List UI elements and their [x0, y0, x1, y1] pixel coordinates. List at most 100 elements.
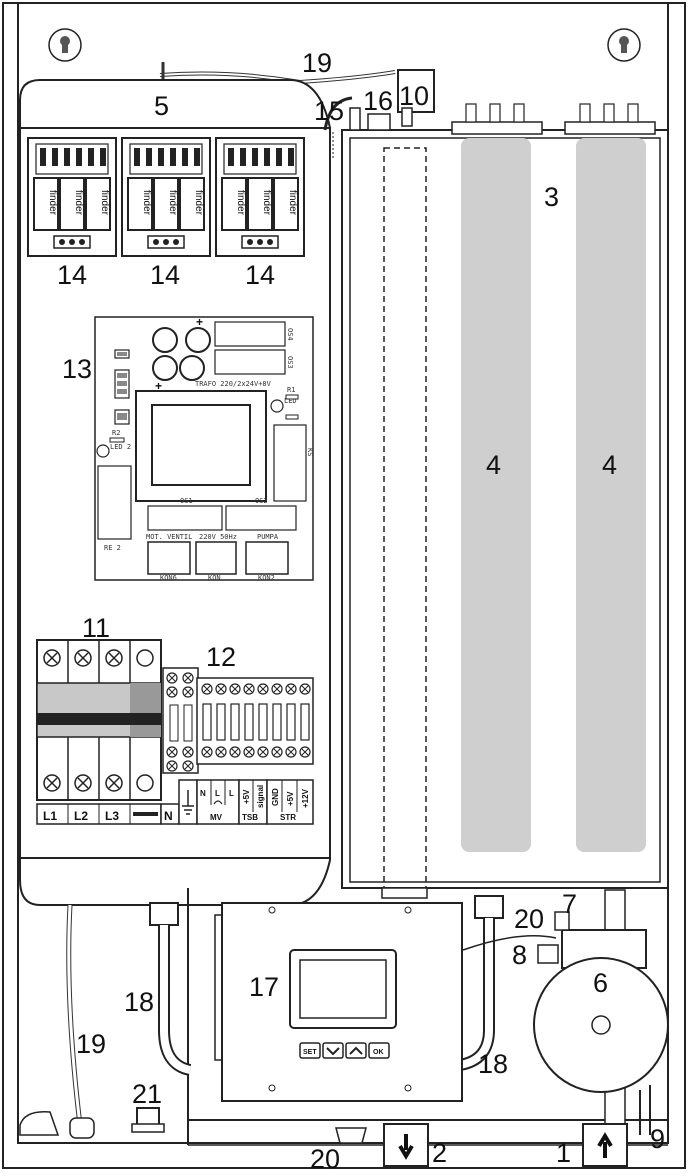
callout-2: 2 [432, 1138, 447, 1168]
callout-12: 12 [206, 642, 236, 672]
cable-gland [19, 1111, 60, 1136]
connector-kon6 [147, 541, 191, 575]
water-outlet-2 [383, 1123, 429, 1167]
sensor-7 [554, 911, 570, 931]
n-small-label: N [200, 789, 206, 798]
control-pcb: + + OS4 OS3 TRAFO 220/2x24V+8V LED R1 LE… [94, 315, 314, 582]
callout-21: 21 [132, 1079, 162, 1109]
terminal-block [162, 667, 314, 774]
hose-left-18 [149, 902, 192, 1076]
callout-20: 20 [514, 904, 544, 934]
svg-text:+: + [196, 315, 203, 329]
callout-18: 18 [124, 987, 154, 1017]
led2-label: LED 2 [110, 443, 131, 451]
arrow-down-icon [398, 1134, 414, 1160]
os4-label: OS4 [286, 328, 294, 341]
callout-4: 4 [602, 450, 617, 480]
chevron-up-icon [349, 1046, 363, 1055]
mot-ventil-label: MOT. VENTIL [146, 533, 192, 541]
gnd-label: GND [271, 788, 280, 806]
mv-label: MV [210, 813, 223, 822]
callout-17: 17 [249, 972, 279, 1002]
callout-6: 6 [593, 968, 608, 998]
callout-4: 4 [486, 450, 501, 480]
fitting-20-bottom [335, 1127, 367, 1144]
callout-8: 8 [512, 940, 527, 970]
ok-button[interactable] [368, 1042, 390, 1059]
l3-label: L3 [105, 809, 119, 823]
heating-element-1 [461, 138, 531, 852]
callout-16: 16 [363, 86, 393, 116]
set-button[interactable] [299, 1042, 321, 1059]
sensor-16 [367, 113, 391, 131]
component-ks [273, 424, 307, 502]
l2-label: L2 [74, 809, 88, 823]
terminal-labels: L1 L2 L3 N N L L MV +5V signal TSB GND +… [36, 779, 314, 825]
l-small-label: L [215, 789, 220, 798]
relay-label: finder [73, 190, 84, 216]
capacitor [152, 327, 178, 353]
keyhole-mount-right [607, 28, 641, 62]
re2-label: RE 2 [104, 544, 121, 552]
callout-11: 11 [82, 613, 110, 643]
callout-13: 13 [62, 354, 92, 384]
relay-bank-2: finder finder finder [121, 137, 211, 257]
os1-label: OS1 [180, 497, 193, 505]
capacitor [179, 355, 205, 381]
callout-1: 1 [556, 1138, 571, 1168]
kon2-label: KON2 [258, 574, 275, 582]
valve-arrow-icon [213, 800, 223, 805]
relay-label: finder [235, 190, 246, 216]
relay-bank-1: finder finder finder [27, 137, 117, 257]
trafo-label: TRAFO 220/2x24V+8V [195, 380, 272, 388]
optocoupler-os2 [225, 505, 297, 531]
callout-18: 18 [478, 1049, 508, 1079]
callout-20: 20 [310, 1144, 340, 1171]
sensor-8 [537, 944, 559, 964]
plus5v-label: +5V [242, 789, 251, 804]
r1-label: R1 [287, 386, 295, 394]
up-button[interactable] [345, 1042, 367, 1059]
os3-label: OS3 [286, 356, 294, 369]
n-label: N [164, 809, 173, 823]
capacitor [185, 327, 211, 353]
relay-label: finder [47, 190, 58, 216]
hose-right-18 [458, 895, 504, 1071]
down-button[interactable] [322, 1042, 344, 1059]
water-inlet-1 [582, 1123, 628, 1167]
plus5v-b-label: +5V [286, 791, 295, 806]
kon6-label: KON6 [160, 574, 177, 582]
heating-element-2 [576, 138, 646, 852]
callout-7: 7 [562, 889, 577, 919]
circulation-pump-6 [462, 889, 669, 1135]
connector-kon [195, 541, 237, 575]
circuit-breaker [36, 639, 162, 801]
relay-label: finder [167, 190, 178, 216]
signal-label: signal [256, 785, 265, 808]
relay-re2 [97, 465, 132, 540]
ground-icon [182, 790, 194, 815]
pumpa-label: PUMPA [257, 533, 279, 541]
relay-label: finder [287, 190, 298, 216]
sensor-15 [323, 96, 361, 131]
relay-label: finder [99, 190, 110, 216]
callout-19: 19 [302, 48, 332, 78]
supply-label: 220V 50Hz [199, 533, 237, 541]
svg-text:+: + [155, 379, 162, 393]
tsb-label: TSB [242, 813, 258, 822]
r2-label: R2 [112, 429, 120, 437]
callout-14: 14 [150, 260, 180, 290]
relay-label: finder [141, 190, 152, 216]
capacitor [152, 355, 178, 381]
os2-label: OS2 [255, 497, 268, 505]
heater-vessel [341, 103, 669, 889]
str-label: STR [280, 813, 296, 822]
thermostat-10 [397, 69, 435, 127]
ks-label: KS [306, 448, 314, 456]
relay-bank-3: finder finder finder [215, 137, 305, 257]
callout-9: 9 [650, 1124, 665, 1154]
relay-label: finder [193, 190, 204, 216]
callout-3: 3 [544, 182, 559, 212]
